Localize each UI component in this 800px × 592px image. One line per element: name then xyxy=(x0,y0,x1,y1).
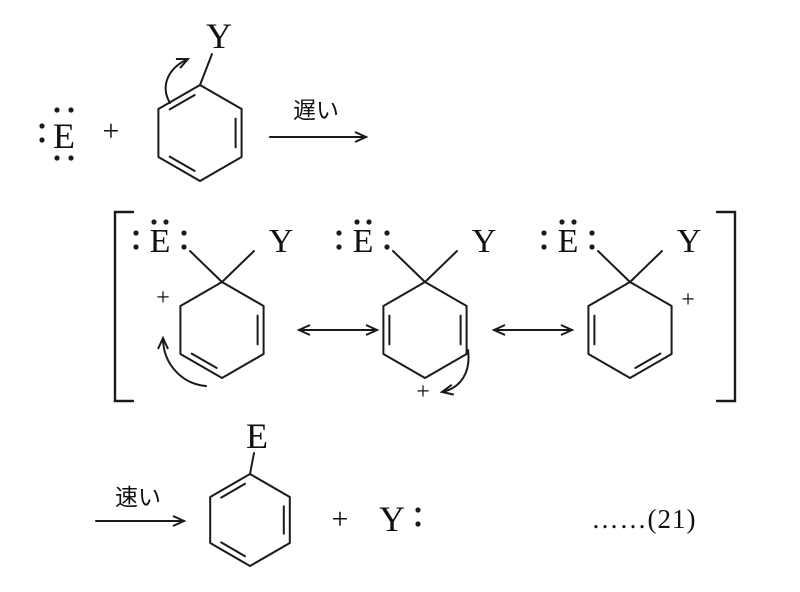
lone-pair-dot xyxy=(151,219,157,225)
lone-pair-dot xyxy=(354,219,360,225)
lone-pair-dot xyxy=(39,123,45,129)
slow-label: 遅い xyxy=(293,97,339,123)
electrophile-reactant: E xyxy=(39,107,75,161)
bond-to-Y xyxy=(424,250,458,283)
lone-pair-dot xyxy=(589,230,595,236)
resonance-structure-1: E Y + xyxy=(133,219,294,387)
substituent-Y-label: Y xyxy=(677,223,702,260)
lone-pair-dot xyxy=(133,230,139,236)
cyclohexadienyl-ring xyxy=(587,281,673,379)
lone-pair-dot xyxy=(68,155,74,161)
cyclohexadienyl-ring xyxy=(382,281,468,379)
lone-pair-dot xyxy=(366,219,372,225)
lone-pair-dot xyxy=(181,230,187,236)
lone-pair-dot xyxy=(133,244,139,250)
lone-pair-dot xyxy=(39,137,45,143)
electron-pushing-arrow xyxy=(157,335,207,387)
bond-to-Y xyxy=(629,250,663,283)
double-bond xyxy=(168,94,196,111)
fast-label: 速い xyxy=(115,484,161,510)
equation-number: ……(21) xyxy=(592,504,697,534)
substituent-Y-label: Y xyxy=(269,223,294,260)
positive-charge: + xyxy=(681,287,695,313)
bond-to-Y xyxy=(221,250,255,283)
lone-pair-dot xyxy=(559,219,565,225)
electrophile-label: E xyxy=(150,223,171,260)
double-bond xyxy=(220,541,246,558)
left-bracket xyxy=(113,210,135,403)
resonance-structure-3: E Y + xyxy=(541,219,702,379)
lone-pair-dot xyxy=(415,521,421,527)
electron-pushing-arrow xyxy=(439,349,470,396)
lone-pair-dot xyxy=(54,155,60,161)
substrate-benzene: Y xyxy=(157,16,243,182)
fast-step-arrow: 速い xyxy=(95,484,187,527)
product-benzene: E xyxy=(209,416,291,567)
benzene-ring xyxy=(209,473,291,567)
bond-to-E xyxy=(392,250,426,283)
lone-pair-dot xyxy=(589,244,595,250)
positive-charge: + xyxy=(156,285,170,311)
lone-pair-dot xyxy=(336,230,342,236)
lone-pair-dot xyxy=(68,107,74,113)
positive-charge: + xyxy=(416,379,430,405)
cyclohexadienyl-ring xyxy=(179,281,265,379)
substituent-Y-label: Y xyxy=(472,223,497,260)
electrophile-label: E xyxy=(53,116,75,156)
substituent-bond xyxy=(249,452,255,475)
leaving-group-Y-label: Y xyxy=(379,499,405,539)
lone-pair-dot xyxy=(181,244,187,250)
double-bond xyxy=(634,352,662,369)
double-bond xyxy=(220,482,246,499)
resonance-structure-2: E Y + xyxy=(336,219,496,405)
bond-to-E xyxy=(597,250,631,283)
lone-pair-dot xyxy=(415,507,421,513)
electrophile-label: E xyxy=(353,223,374,260)
lone-pair-dot xyxy=(571,219,577,225)
slow-step-arrow: 遅い xyxy=(269,97,369,143)
lone-pair-dot xyxy=(541,244,547,250)
substituent-bond xyxy=(199,53,213,86)
electrophile-label: E xyxy=(558,223,579,260)
plus-sign-reactants: + xyxy=(103,115,120,148)
lone-pair-dot xyxy=(163,219,169,225)
electron-pushing-arrow xyxy=(164,57,191,104)
lone-pair-dot xyxy=(384,230,390,236)
double-bond xyxy=(168,155,196,172)
plus-sign-products: + xyxy=(332,503,349,536)
right-bracket xyxy=(715,210,737,403)
lone-pair-dot xyxy=(541,230,547,236)
bond-to-E xyxy=(189,250,223,283)
benzene-ring xyxy=(157,84,243,182)
leaving-group: Y xyxy=(379,499,421,539)
lone-pair-dot xyxy=(54,107,60,113)
lone-pair-dot xyxy=(384,244,390,250)
lone-pair-dot xyxy=(336,244,342,250)
product-substituent-E-label: E xyxy=(246,416,268,456)
substituent-Y-label: Y xyxy=(206,16,232,56)
double-bond xyxy=(190,352,218,369)
